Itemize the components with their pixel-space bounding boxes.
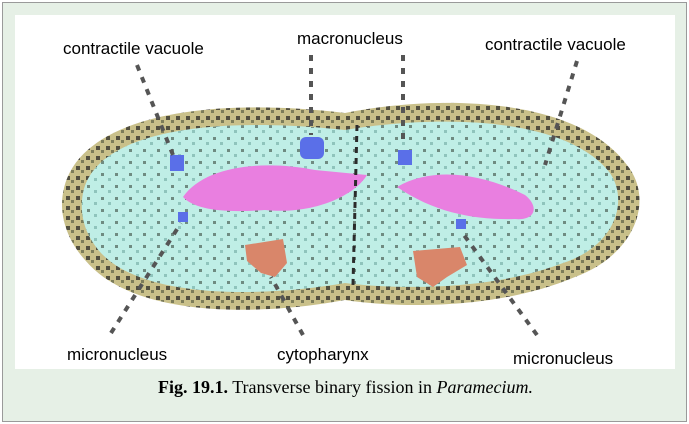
label-micronucleus-right: micronucleus: [513, 349, 613, 369]
micronucleus-right-dot: [456, 219, 466, 229]
figure-caption: Fig. 19.1. Transverse binary fission in …: [3, 377, 688, 398]
contractile-vacuole-right: [398, 150, 412, 165]
label-cytopharynx: cytopharynx: [277, 345, 369, 365]
caption-text: Transverse binary fission in: [232, 377, 432, 397]
micronucleus-left-dot: [178, 212, 188, 222]
diagram-panel: contractile vacuole macronucleus contrac…: [15, 15, 675, 369]
macronucleus-vesicle: [300, 137, 324, 159]
label-contractile-vacuole-right: contractile vacuole: [485, 35, 626, 55]
label-macronucleus: macronucleus: [297, 29, 403, 49]
contractile-vacuole-left: [170, 155, 184, 171]
label-contractile-vacuole-left: contractile vacuole: [63, 39, 204, 59]
paramecium-diagram: [15, 15, 675, 369]
caption-figure-number: Fig. 19.1.: [158, 377, 228, 397]
caption-species: Paramecium.: [437, 377, 533, 397]
label-micronucleus-left: micronucleus: [67, 345, 167, 365]
